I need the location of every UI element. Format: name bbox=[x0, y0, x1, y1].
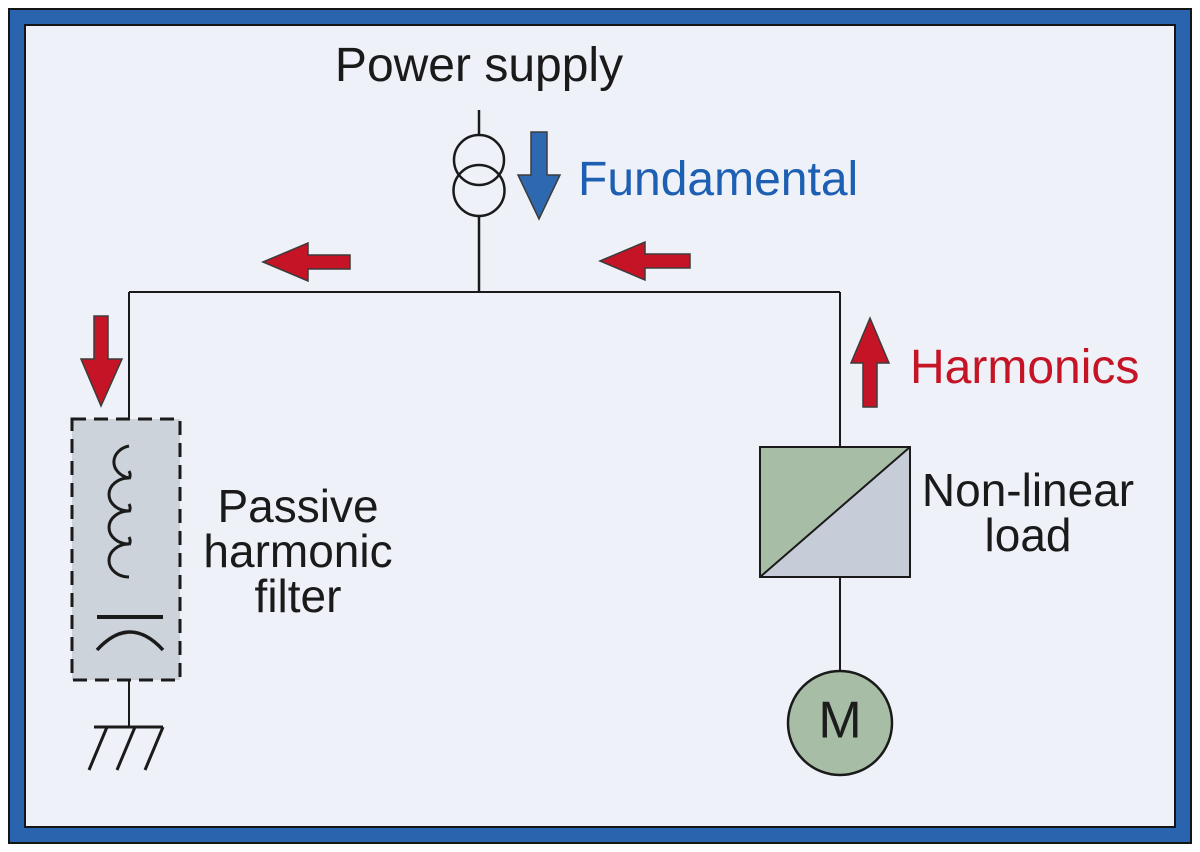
fundamental-label: Fundamental bbox=[578, 153, 859, 206]
fundamental-arrow-icon bbox=[516, 131, 562, 221]
filter-inflow-arrow-icon bbox=[79, 315, 124, 408]
ground-icon bbox=[87, 725, 165, 771]
harmonics-bus-arrow-left-icon bbox=[261, 241, 351, 283]
diagram-background bbox=[24, 24, 1176, 828]
transformer-icon bbox=[452, 110, 506, 292]
passive-filter-label-line2: harmonic bbox=[203, 525, 393, 577]
power-supply-label: Power supply bbox=[334, 39, 624, 92]
motor-icon bbox=[786, 669, 894, 777]
non-linear-load-icon bbox=[759, 446, 911, 578]
motor-label: M bbox=[818, 691, 862, 750]
non-linear-load-label-line2: load bbox=[984, 509, 1072, 561]
non-linear-load-label-line1: Non-linear bbox=[921, 464, 1135, 516]
harmonics-label: Harmonics bbox=[910, 341, 1140, 394]
filter-enclosure-box bbox=[70, 417, 182, 682]
non-linear-load-label: Non-linear load bbox=[921, 464, 1135, 561]
passive-filter-label: Passive harmonic filter bbox=[203, 480, 393, 622]
passive-filter-label-line3: filter bbox=[254, 570, 342, 622]
capacitor-icon bbox=[95, 615, 165, 652]
harmonics-bus-arrow-right-icon bbox=[598, 240, 691, 282]
harmonics-source-arrow-icon bbox=[849, 316, 891, 408]
passive-filter-label-line1: Passive bbox=[217, 480, 379, 532]
inductor-icon bbox=[107, 444, 132, 579]
